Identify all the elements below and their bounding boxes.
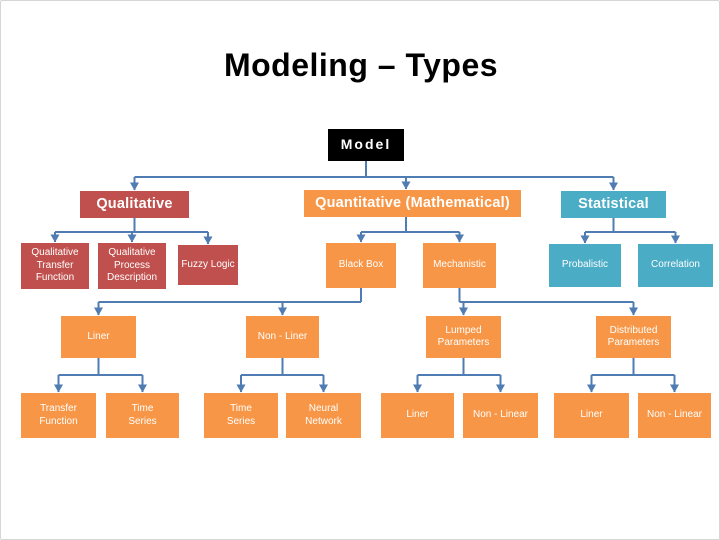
node-correlation: Correlation: [638, 244, 713, 287]
node-non-linear-distributed: Non - Linear: [638, 393, 711, 438]
node-label: Liner: [580, 409, 603, 421]
node-label: Liner: [406, 409, 429, 421]
node-model: Model: [328, 129, 404, 161]
node-label: Non - Linear: [646, 409, 703, 421]
node-lumped-parameters: Lumped Parameters: [426, 316, 501, 358]
node-time-series-1: Time Series: [106, 393, 179, 438]
node-label: Mechanistic: [433, 259, 486, 271]
node-black-box: Black Box: [326, 243, 396, 288]
node-qualitative-process-description: Qualitative Process Description: [98, 243, 166, 289]
node-label: Neural Network: [305, 403, 342, 427]
node-label: Lumped Parameters: [437, 324, 490, 349]
node-label: Probalistic: [561, 259, 609, 271]
slide-title: Modeling – Types: [223, 47, 499, 83]
node-label: Time Series: [128, 403, 157, 427]
node-liner-distributed: Liner: [554, 393, 629, 438]
node-label: Correlation: [651, 259, 700, 271]
node-non-linear-lumped: Non - Linear: [463, 393, 538, 438]
node-label: Time Series: [226, 403, 256, 427]
node-transfer-function: Transfer Function: [21, 393, 96, 438]
node-quantitative: Quantitative (Mathematical): [304, 190, 521, 217]
node-liner-lumped: Liner: [381, 393, 454, 438]
node-distributed-parameters: Distributed Parameters: [596, 316, 671, 358]
node-label: Non - Liner: [257, 330, 308, 342]
node-label: Liner: [87, 330, 110, 342]
node-label: Qualitative Transfer Function: [31, 247, 79, 284]
node-qualitative: Qualitative: [80, 191, 189, 218]
node-label: Qualitative: [96, 196, 173, 213]
node-mechanistic: Mechanistic: [423, 243, 496, 288]
node-label: Transfer Function: [39, 403, 78, 427]
node-fuzzy-logic: Fuzzy Logic: [178, 245, 238, 285]
node-label: Fuzzy Logic: [181, 258, 235, 270]
node-label: Qualitative Process Description: [106, 247, 158, 284]
node-label: Model: [340, 136, 392, 153]
node-neural-network: Neural Network: [286, 393, 361, 438]
node-label: Black Box: [338, 259, 384, 271]
node-label: Non - Linear: [472, 409, 529, 421]
node-label: Quantitative (Mathematical): [315, 195, 510, 212]
node-liner-blackbox: Liner: [61, 316, 136, 358]
node-label: Statistical: [578, 196, 649, 213]
node-qualitative-transfer-function: Qualitative Transfer Function: [21, 243, 89, 289]
node-probalistic: Probalistic: [549, 244, 621, 287]
node-statistical: Statistical: [561, 191, 666, 218]
node-non-liner-blackbox: Non - Liner: [246, 316, 319, 358]
node-label: Distributed Parameters: [607, 324, 660, 349]
node-time-series-2: Time Series: [204, 393, 278, 438]
